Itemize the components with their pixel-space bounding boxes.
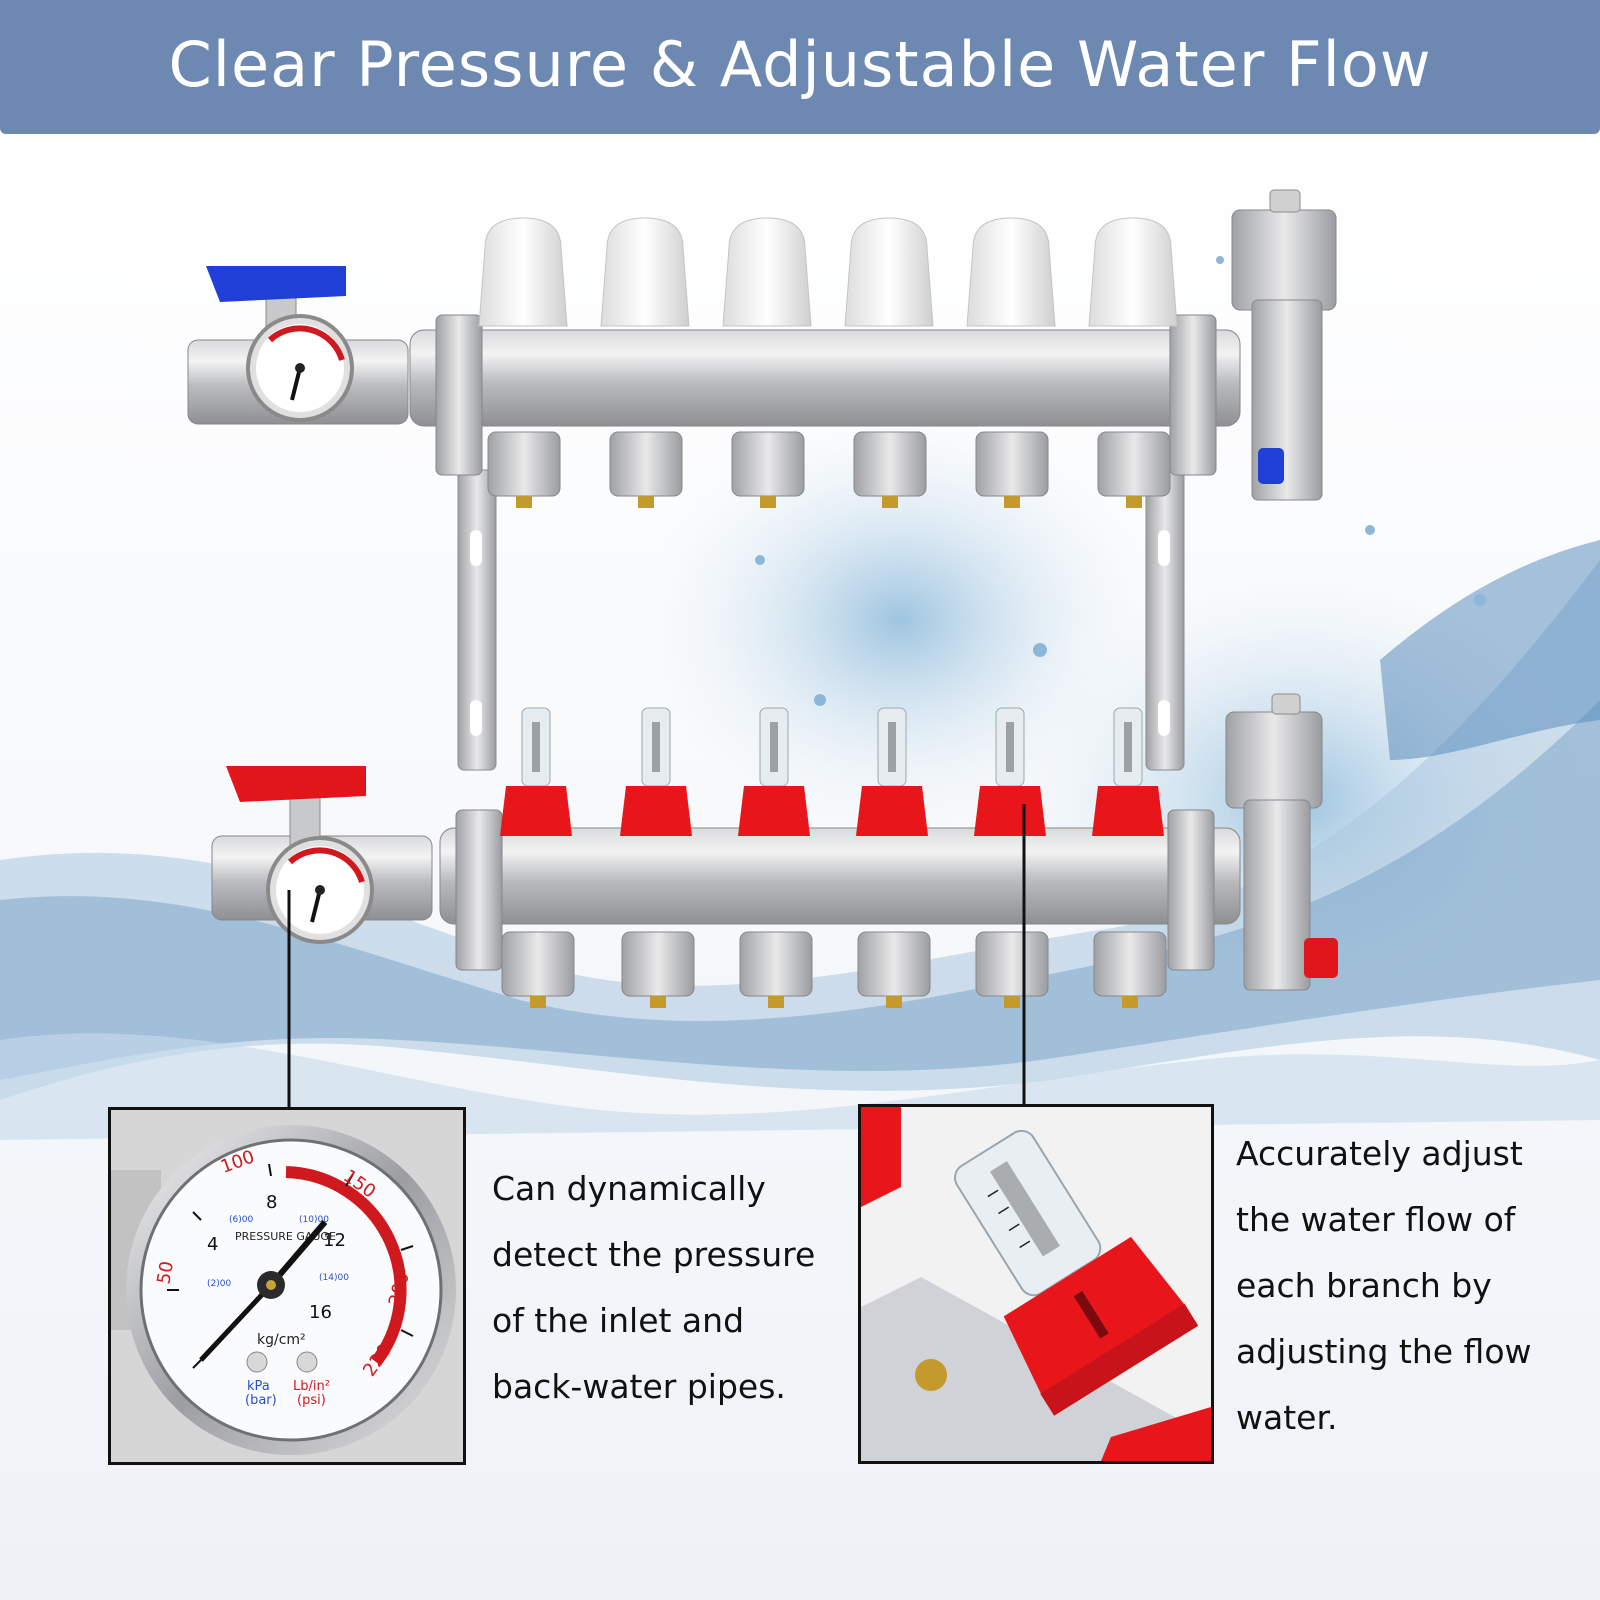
gauge-inner-tick-16: 16 [309, 1302, 332, 1323]
gauge-outer-tick-50: 50 [153, 1260, 178, 1286]
gauge-unit-psi: (psi) [297, 1393, 326, 1408]
flow-description-line: Accurately adjust [1236, 1134, 1523, 1173]
gauge-inner-tick-4: 4 [207, 1234, 218, 1255]
gauge-face-label: PRESSURE GAUGE [235, 1230, 336, 1243]
gauge-description-line: Can dynamically [492, 1169, 766, 1208]
gauge-description-line: of the inlet and [492, 1301, 745, 1340]
top-caps [478, 217, 1178, 327]
banner-title: Clear Pressure & Adjustable Water Flow [168, 28, 1432, 101]
mounting-brackets [457, 469, 1185, 771]
gauge-inner-tick-12: 12 [323, 1230, 346, 1251]
gauge-bar-tick-6: (6)00 [229, 1215, 253, 1225]
supply-manifold [187, 189, 1337, 508]
gauge-bar-tick-14: (14)00 [319, 1273, 349, 1283]
pressure-gauge-closeup: 50 100 150 200 220 4 8 12 16 (2)00 (6)00… [111, 1110, 463, 1462]
gauge-unit-lbin2: Lb/in² [293, 1379, 330, 1394]
flowmeter-inset [858, 1104, 1214, 1464]
gauge-unit-center: kg/cm² [257, 1332, 306, 1348]
title-banner: Clear Pressure & Adjustable Water Flow [0, 0, 1600, 134]
return-manifold [211, 693, 1338, 1008]
gauge-unit-kpa: kPa [247, 1379, 270, 1394]
flow-description-line: the water flow of [1236, 1200, 1516, 1239]
gauge-bar-tick-2: (2)00 [207, 1279, 231, 1289]
gauge-inset: 50 100 150 200 220 4 8 12 16 (2)00 (6)00… [108, 1107, 466, 1465]
gauge-inner-tick-8: 8 [266, 1192, 277, 1213]
flow-description-line: water. [1236, 1398, 1338, 1437]
top-outlets [487, 431, 1171, 508]
gauge-needle [199, 1283, 273, 1362]
gauge-unit-bar: (bar) [245, 1393, 277, 1408]
bottom-outlets [501, 931, 1167, 1008]
flow-description-line: each branch by [1236, 1266, 1492, 1305]
flowmeter-closeup [861, 1107, 1211, 1461]
flow-description-line: adjusting the flow [1236, 1332, 1532, 1371]
gauge-description: Can dynamically detect the pressure of t… [492, 1156, 815, 1420]
flow-description: Accurately adjust the water flow of each… [1236, 1121, 1532, 1451]
flowmeters [500, 707, 1164, 836]
gauge-description-line: detect the pressure [492, 1235, 816, 1274]
gauge-description-line: back-water pipes. [492, 1367, 786, 1406]
gauge-bar-tick-10: (10)00 [299, 1215, 329, 1225]
